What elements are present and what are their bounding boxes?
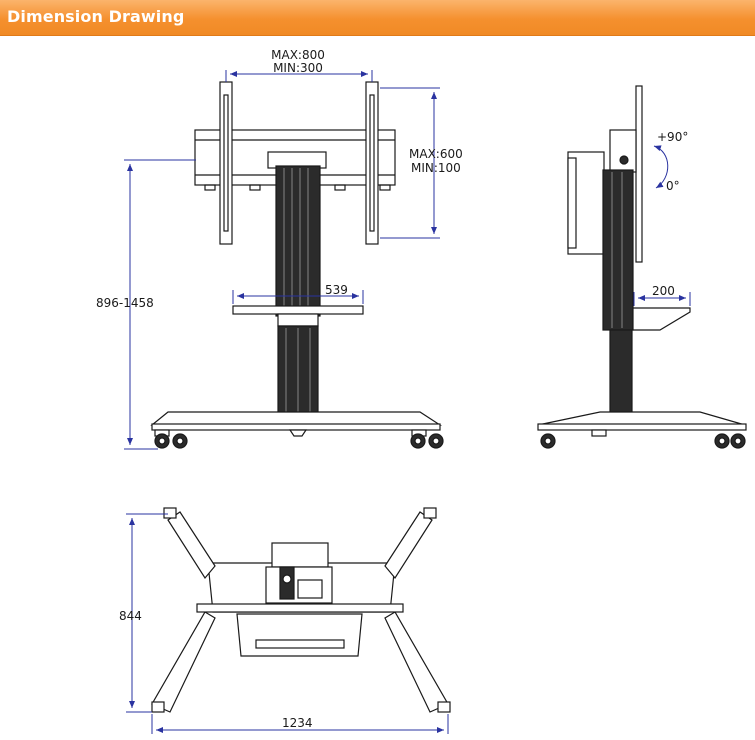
label-tilt-up: +90° (657, 130, 688, 144)
side-base (537, 411, 746, 426)
top-shelf (196, 603, 404, 613)
side-screen-panel (635, 85, 643, 263)
label-height-range: 896-1458 (96, 296, 154, 310)
top-leg-upper-right (384, 511, 433, 580)
front-base (150, 411, 443, 426)
label-tilt-zero: 0° (666, 179, 680, 193)
top-leg-lower-right (384, 611, 449, 713)
side-view (537, 85, 747, 449)
label-shelf-depth: 200 (652, 284, 675, 298)
label-vesa-height-max: MAX:600 (409, 147, 463, 161)
label-width: 1234 (282, 716, 313, 730)
front-wheels (154, 429, 444, 449)
top-leg-lower-left (151, 611, 216, 713)
front-shelf (232, 305, 364, 315)
section-header: Dimension Drawing (0, 0, 755, 36)
label-vesa-width-max: MAX:800 (271, 48, 325, 62)
tilt-arc (653, 145, 669, 189)
top-column-head (271, 542, 329, 568)
side-dimensions (633, 145, 691, 306)
top-handle-plate (236, 613, 363, 657)
label-depth: 844 (119, 609, 142, 623)
side-wheels (540, 433, 746, 449)
label-shelf-width: 539 (325, 283, 348, 297)
top-dimensions (126, 513, 449, 734)
top-handle-slot (255, 639, 345, 649)
front-view (150, 81, 444, 449)
side-column (602, 169, 634, 331)
top-view (151, 507, 451, 713)
front-column-upper (275, 165, 321, 317)
label-vesa-height-min: MIN:100 (411, 161, 461, 175)
top-leg-upper-left (167, 511, 216, 580)
front-dimensions (124, 70, 440, 450)
section-title: Dimension Drawing (7, 7, 185, 26)
label-vesa-width-min: MIN:300 (273, 61, 323, 75)
